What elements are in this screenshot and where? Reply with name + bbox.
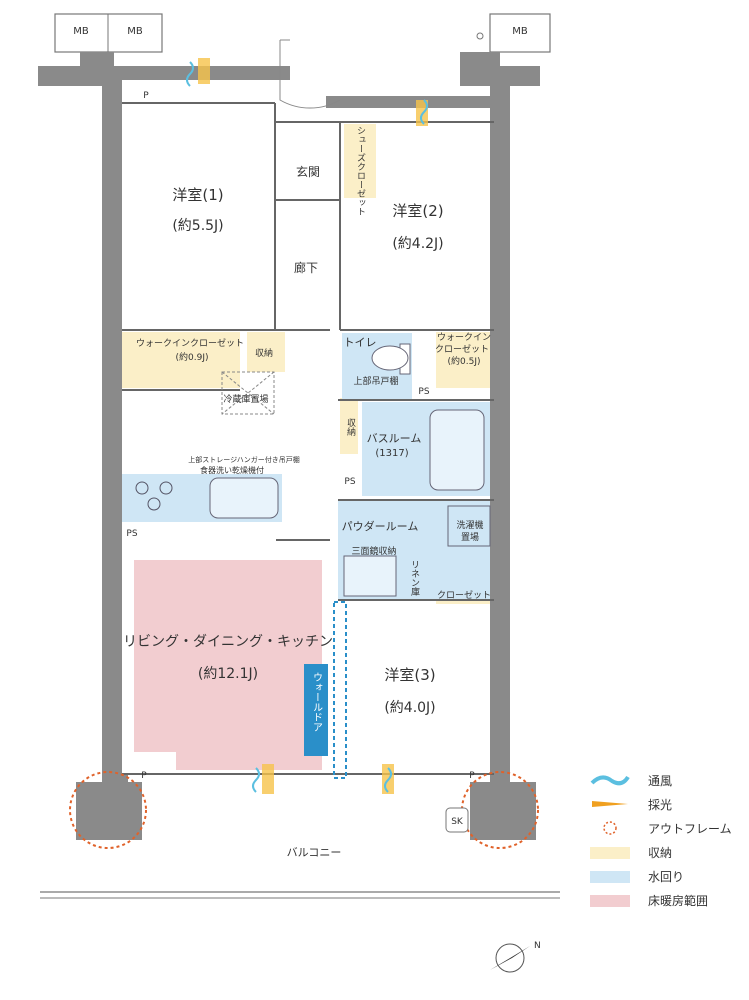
ps-label: PS [126,529,137,539]
p-mark: P [141,771,147,781]
compass-icon: N [490,940,541,976]
wic-2-line1: ウォークイン [437,332,491,343]
storage-1-label: 収納 [255,347,273,359]
western-room-1-name: 洋室(1) [172,186,223,204]
mb-label: MB [73,26,89,37]
legend-item: 床暖房範囲 [590,890,745,914]
mb-label: MB [512,26,528,37]
vanity-sink [343,555,397,597]
legend-item: アウトフレーム [590,818,745,842]
mirror-storage-label: 三面鏡収納 [351,545,396,557]
walk-in-closet-2-area [436,332,494,388]
swatch-icon [590,847,630,859]
legend-label: 収納 [648,846,673,860]
meter-box-left: MB MB [54,13,163,53]
kitchen-note-2: 食器洗い乾燥機付 [200,465,264,475]
wic-2-line2: クローゼット [435,343,489,355]
toilet-bowl [371,345,409,371]
corridor-label: 廊下 [294,260,318,275]
ldk-size: (約12.1J) [198,666,258,682]
western-room-3-name: 洋室(3) [384,666,435,684]
p-mark: P [143,91,149,101]
outframe-circle [461,771,539,849]
mb-label: MB [127,26,143,37]
powder-room-label: パウダールーム [342,519,419,533]
meter-box-right: MB [476,13,551,53]
fridge-space [221,371,275,415]
p-mark: P [469,771,475,781]
floor-heating-area [134,560,322,770]
ps-label: PS [418,387,429,397]
storage-2-area [340,398,358,454]
swatch-icon [590,895,630,907]
closet-label: クローゼット [437,589,491,601]
kitchen-sink [209,477,279,519]
western-room-2-size: (約4.2J) [392,236,443,252]
walls [38,52,540,840]
bathtub [429,409,485,491]
sk-box [445,807,469,833]
legend-item: 通風 [590,770,745,794]
western-room-2-name: 洋室(2) [392,202,443,220]
legend-item: 収納 [590,842,745,866]
western-room-1-size: (約5.5J) [172,218,223,234]
washer-space [447,505,491,547]
outframe-circle [69,771,147,849]
light-icon [592,801,628,807]
bathroom-size: (1317) [375,448,408,459]
legend-label: 水回り [648,870,685,884]
shoes-closet-area [344,124,376,198]
compass-label: N [534,941,541,951]
wall-door-label: ウォールドア [311,672,323,732]
window-markers [186,58,428,794]
wall-door [333,601,347,779]
legend-item: 水回り [590,866,745,890]
legend: 通風 採光 アウトフレーム 収納 水回り 床暖房範囲 [590,770,745,914]
genkan-label: 玄関 [296,164,320,179]
washer-line2: 置場 [461,531,479,543]
legend-label: 採光 [648,798,673,812]
legend-label: アウトフレーム [648,822,732,836]
legend-label: 通風 [648,774,673,788]
kitchen-note-1: 上部ストレージハンガー付き吊戸棚 [188,455,299,464]
western-room-3-size: (約4.0J) [384,700,435,716]
entrance-door [279,39,341,109]
wic-2-size: (約0.5J) [448,355,481,367]
ps-label: PS [344,477,355,487]
shoes-closet-label: シューズクローゼット [355,126,366,216]
storage-2-label: 収納 [345,417,356,437]
wall-door-label-bg [304,664,328,756]
fridge-label: 冷蔵庫置場 [223,393,268,405]
washer-line1: 洗濯機 [456,519,483,531]
linen-label: リネン庫 [409,560,420,597]
upper-cabinet-label: 上部吊戸棚 [353,375,398,387]
kitchen-stove [135,481,173,511]
ldk-name: リビング・ダイニング・キッチン [123,634,333,650]
wave-icon [590,775,630,786]
wic-1-size: (約0.9J) [176,351,209,363]
swatch-icon [590,871,630,883]
toilet-label: トイレ [344,336,377,349]
dotted-circle-icon [603,821,617,835]
legend-item: 採光 [590,794,745,818]
balcony-label: バルコニー [287,846,342,859]
sk-label: SK [451,817,464,827]
legend-label: 床暖房範囲 [648,894,709,908]
walk-in-closet-1-area [122,332,240,388]
storage-1-area [247,332,285,372]
bathroom-name: バスルーム [367,432,422,445]
wic-1-name: ウォークインクローゼット [136,337,244,349]
